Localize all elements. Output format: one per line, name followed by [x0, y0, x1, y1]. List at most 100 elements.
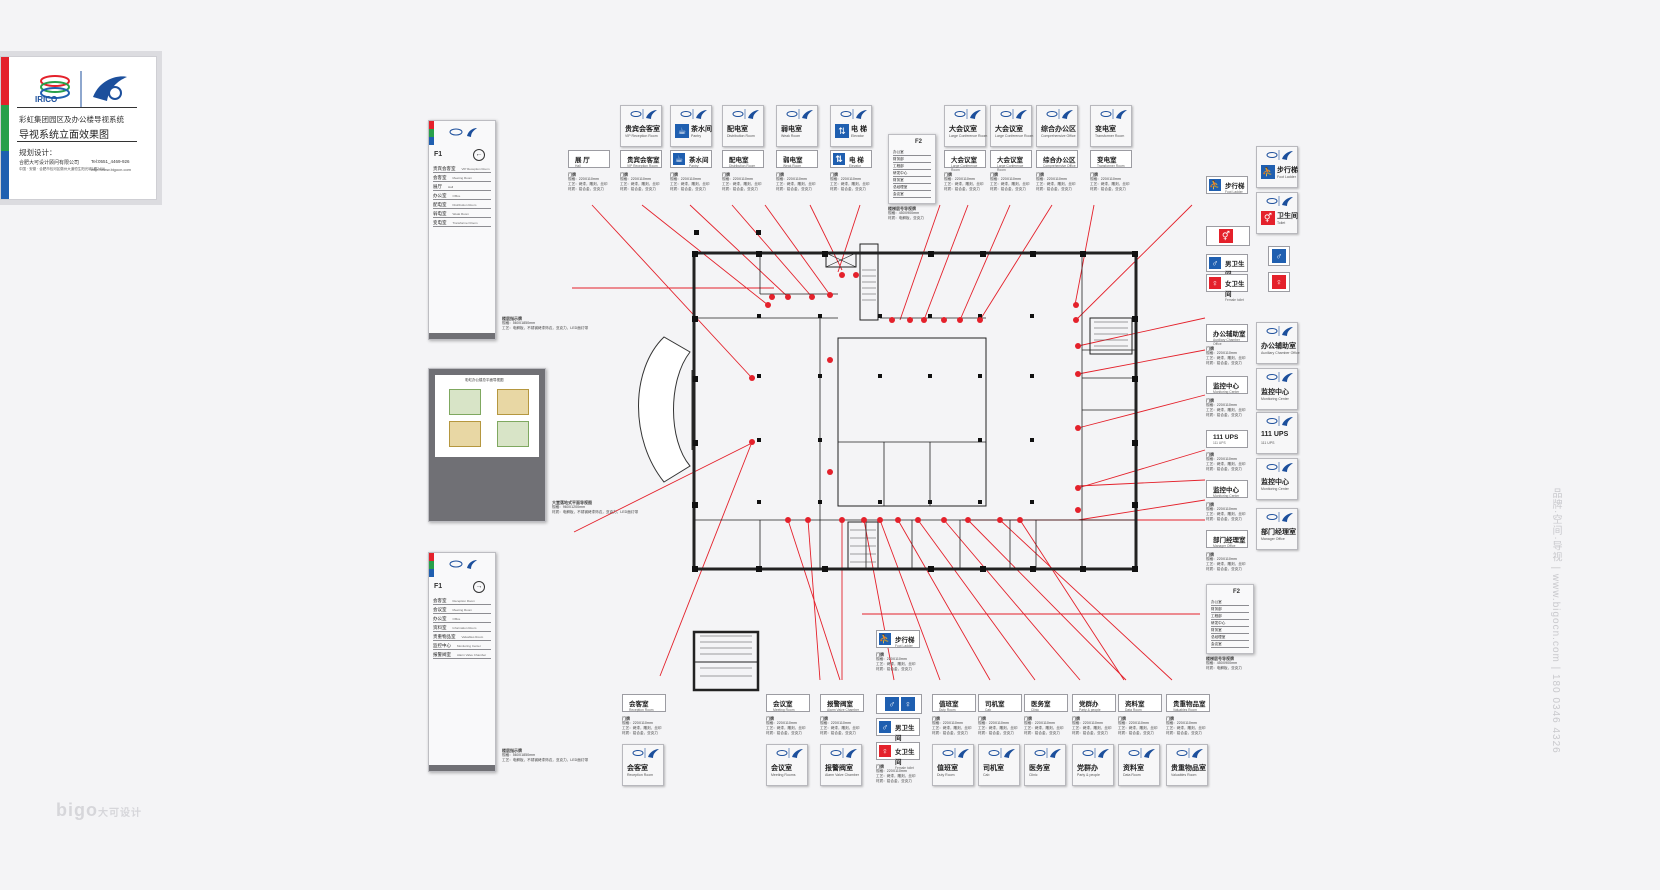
spec-line: 材质：铝合金，亚克力	[1206, 413, 1242, 417]
irico-logo-icon	[1082, 748, 1109, 758]
directory-row-label: 会议室	[433, 607, 447, 612]
stairs-icon: ⛹	[1209, 179, 1221, 191]
spec-title: 门牌	[932, 716, 940, 721]
stairs-icon: ⛹	[1261, 165, 1275, 179]
spec-line: 材质：铝合金，亚克力	[670, 187, 706, 191]
watermark-logo: bigo大可设计	[56, 800, 142, 820]
door-tag-english: Meeting Room	[773, 708, 795, 712]
room-sign-label: 卫生间	[1277, 213, 1298, 220]
spec-title: 门牌	[990, 172, 998, 177]
directory-row-label: 资料室	[433, 625, 447, 630]
female-icon: ♀	[901, 697, 915, 711]
door-tag-english: Reception Room	[629, 708, 654, 712]
room-sign-english: Data Room	[1123, 773, 1141, 777]
room-sign-english: Monitoring Center	[1261, 397, 1289, 401]
building-walls	[692, 243, 1138, 692]
spec-title: 门牌	[722, 172, 730, 177]
spec-title: 门牌	[876, 652, 884, 657]
room-sign-label: 监控中心	[1261, 479, 1289, 486]
room-sign-label: 资料室	[1123, 765, 1144, 772]
spec-line: 材质：铝合金，亚克力	[1090, 187, 1126, 191]
title-card: IRICO 彩虹集团园区及办公楼导视系统 导视系统立面效果图 规划设计： 合肥大…	[0, 56, 157, 200]
spec-line: 工艺：烤漆，雕刻，丝印	[1206, 562, 1246, 566]
toilet-icon-tag: ♂	[1268, 246, 1290, 266]
door-tag-label: 综合办公区	[1043, 157, 1076, 164]
floor-label: F2	[1233, 589, 1241, 595]
spec-line: 工艺：烤漆，雕刻，丝印	[876, 774, 916, 778]
toilet-pictogram-tag: ⚥	[1206, 226, 1250, 246]
directory-row-label: 报警阀室	[433, 652, 451, 657]
spec-title: 门牌	[1206, 346, 1214, 351]
door-tag-label: 党群办	[1079, 701, 1099, 708]
stairs-icon: ⛹	[879, 633, 891, 645]
door-tag-label: 大会议室	[997, 157, 1023, 164]
room-sign-english: Clinic	[1029, 773, 1038, 777]
spec-title: 门牌	[1036, 172, 1044, 177]
arrow-right-icon: →	[473, 581, 485, 593]
directory-row-english: Valuables Room	[461, 635, 484, 639]
spec-line: 规格：220X110mm	[1166, 721, 1197, 725]
elevator-icon: ⇅	[833, 153, 845, 165]
room-sign-english: Manager Office	[1261, 537, 1285, 541]
spec-line: 工艺：烤漆，雕刻，丝印	[820, 726, 860, 730]
directory-row: 会议室	[893, 191, 931, 198]
door-tag-english: Clinic	[1031, 708, 1040, 712]
spec-line: 规格：220X110mm	[722, 177, 753, 181]
door-tag-label: 会议室	[773, 701, 793, 708]
door-tag-english: Valuables Room	[1173, 708, 1197, 712]
directory-row-english: Information Room	[452, 626, 477, 630]
room-sign-english: Transformer Room	[1095, 134, 1125, 138]
irico-logo-icon	[1000, 109, 1027, 119]
spec-title: 门牌	[1206, 398, 1214, 403]
directory-row-english: Office	[452, 617, 461, 621]
room-sign-english: VIP Reception Room	[625, 134, 658, 138]
door-tag-english: Party & people	[1079, 708, 1101, 712]
directory-row-label: 配电室	[433, 202, 447, 207]
spec-line: 规格：220X110mm	[1118, 721, 1149, 725]
spec-line: 工艺：烤漆，雕刻，丝印	[1118, 726, 1158, 730]
room-sign-english: Party & people	[1077, 773, 1100, 777]
room-sign-english: Auxiliary Chamber Office	[1261, 351, 1300, 355]
irico-logo-icon	[449, 128, 477, 137]
room-sign-english: Reception Room	[627, 773, 654, 777]
irico-logo-icon	[632, 748, 659, 758]
toilet-icon-tag: ♀	[1268, 272, 1290, 292]
spec-line: 材质：铝合金，亚克力	[1206, 467, 1242, 471]
stair-hatching	[700, 269, 1128, 677]
room-sign-label: 办公辅助室	[1261, 343, 1296, 350]
directory-row-english: Transformer Room	[452, 221, 478, 225]
spec-line: 材质：铝合金，亚克力	[820, 731, 856, 735]
spec-line: 材质：铝合金，亚克力	[876, 779, 912, 783]
spec-title: 门牌	[1206, 502, 1214, 507]
door-tag-label: 报警阀室	[827, 701, 853, 708]
spec-line: 规格：220X110mm	[670, 177, 701, 181]
directory-row: 办公室	[893, 149, 931, 156]
room-sign-label: 党群办	[1077, 765, 1098, 772]
spec-line: 工艺：烤漆，雕刻，丝印	[830, 182, 870, 186]
spec-line: 工艺：烤漆，雕刻，丝印	[1206, 512, 1246, 516]
divider	[17, 141, 137, 142]
